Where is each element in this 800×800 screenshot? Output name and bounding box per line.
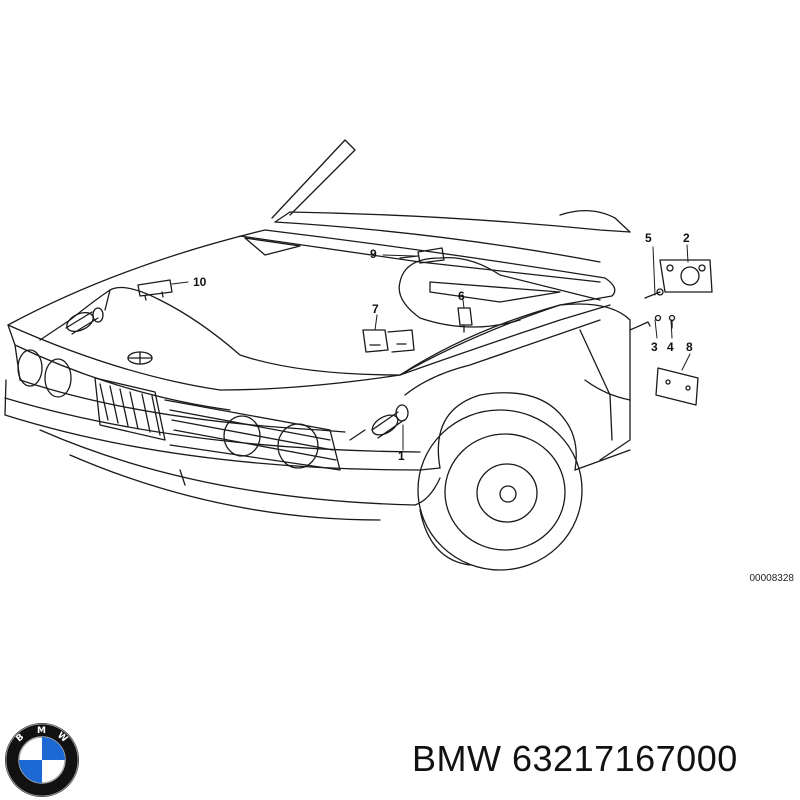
part-5-screw xyxy=(644,288,664,299)
part-1-washer-pump-left xyxy=(65,307,104,335)
bmw-logo: B M W xyxy=(5,723,79,797)
callout-3: 3 xyxy=(651,340,658,354)
callout-9: 9 xyxy=(370,247,377,261)
part-2-bracket xyxy=(659,259,713,293)
callout-7: 7 xyxy=(372,302,379,316)
part-3-4-clips xyxy=(629,314,676,331)
front-end xyxy=(4,344,441,521)
part-title: BMW 63217167000 xyxy=(412,738,738,780)
part-7-connector xyxy=(362,329,415,353)
part-10-connector xyxy=(137,279,173,301)
part-6-plug xyxy=(457,307,473,333)
callout-10: 10 xyxy=(193,275,207,289)
wheel-tire xyxy=(417,409,583,571)
brand-name: BMW xyxy=(412,738,502,779)
leader-lines xyxy=(171,244,691,451)
callout-6: 6 xyxy=(458,289,465,303)
hood-emblem xyxy=(127,351,153,365)
callout-8: 8 xyxy=(686,340,693,354)
windshield xyxy=(271,139,631,263)
fender-and-wheel xyxy=(399,303,631,571)
callout-1: 1 xyxy=(398,449,405,463)
callout-5: 5 xyxy=(645,231,652,245)
part-8-bracket-plate xyxy=(655,367,699,406)
part-1-washer-pump-right xyxy=(371,404,409,439)
kidney-grille xyxy=(94,377,166,441)
callout-4: 4 xyxy=(667,340,674,354)
wheel-hub xyxy=(476,463,538,523)
part-number: 63217167000 xyxy=(512,738,738,779)
callout-labels: 1 2 3 4 5 6 7 8 9 10 xyxy=(193,231,693,463)
hood xyxy=(7,229,616,411)
wiring-harness xyxy=(39,256,611,441)
headlight-right-inner xyxy=(223,415,261,457)
headlight-left-inner xyxy=(44,358,72,398)
logo-letter-m: M xyxy=(37,726,46,736)
headlight-left-outer xyxy=(17,349,43,387)
logo-letter-b: B xyxy=(15,732,27,744)
diagram-reference-number: 00008328 xyxy=(749,573,795,584)
callout-2: 2 xyxy=(683,231,690,245)
